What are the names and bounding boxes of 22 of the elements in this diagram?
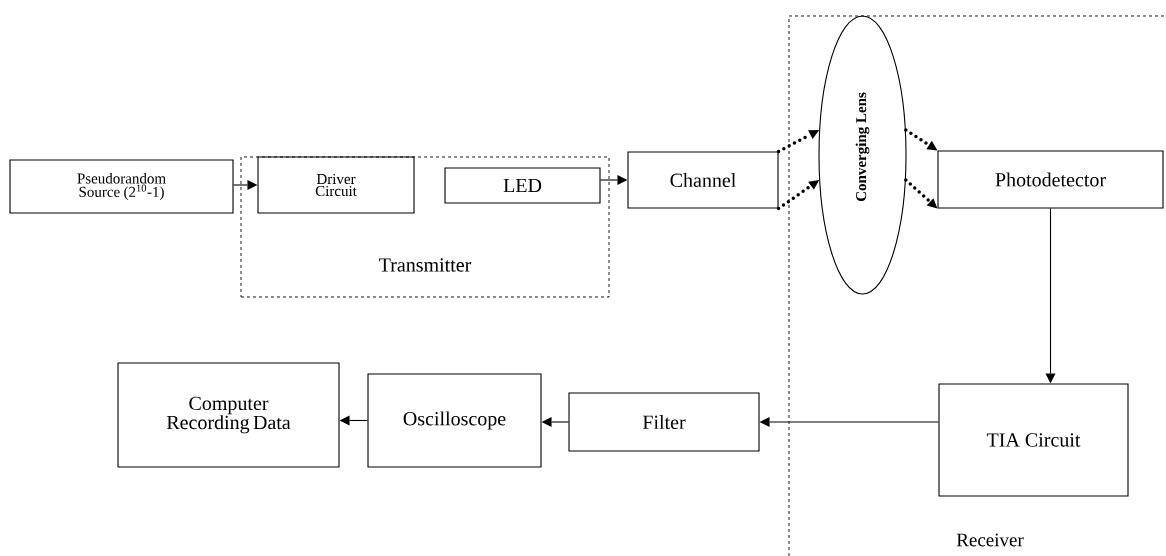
- photodetector-box: Photodetector: [937, 150, 1164, 209]
- channel-box: Channel: [627, 151, 779, 209]
- arrow: [904, 178, 938, 209]
- arrow: [233, 180, 258, 190]
- group-label: Transmitter: [379, 258, 472, 272]
- arrow: [541, 417, 569, 427]
- arrow: [904, 128, 938, 151]
- arrow: [339, 415, 368, 426]
- arrow: [776, 180, 820, 211]
- arrow: [759, 417, 939, 427]
- filter-box: Filter: [568, 392, 760, 452]
- source-box: Pseudorandom Source (2$^{10}$-1): [9, 159, 234, 214]
- arrow: [1045, 208, 1056, 384]
- lens-label: Converging Lens: [855, 92, 870, 202]
- driver-box: Driver Circuit: [257, 156, 415, 214]
- led-box: LED: [444, 167, 601, 204]
- computer-box: Computer Recording Data: [117, 362, 340, 468]
- arrow: [600, 175, 628, 185]
- oscilloscope-box: Oscilloscope: [367, 373, 542, 468]
- arrow: [776, 130, 820, 154]
- tia-box: TIA Circuit: [938, 383, 1129, 497]
- group-label: Receiver: [956, 533, 1024, 547]
